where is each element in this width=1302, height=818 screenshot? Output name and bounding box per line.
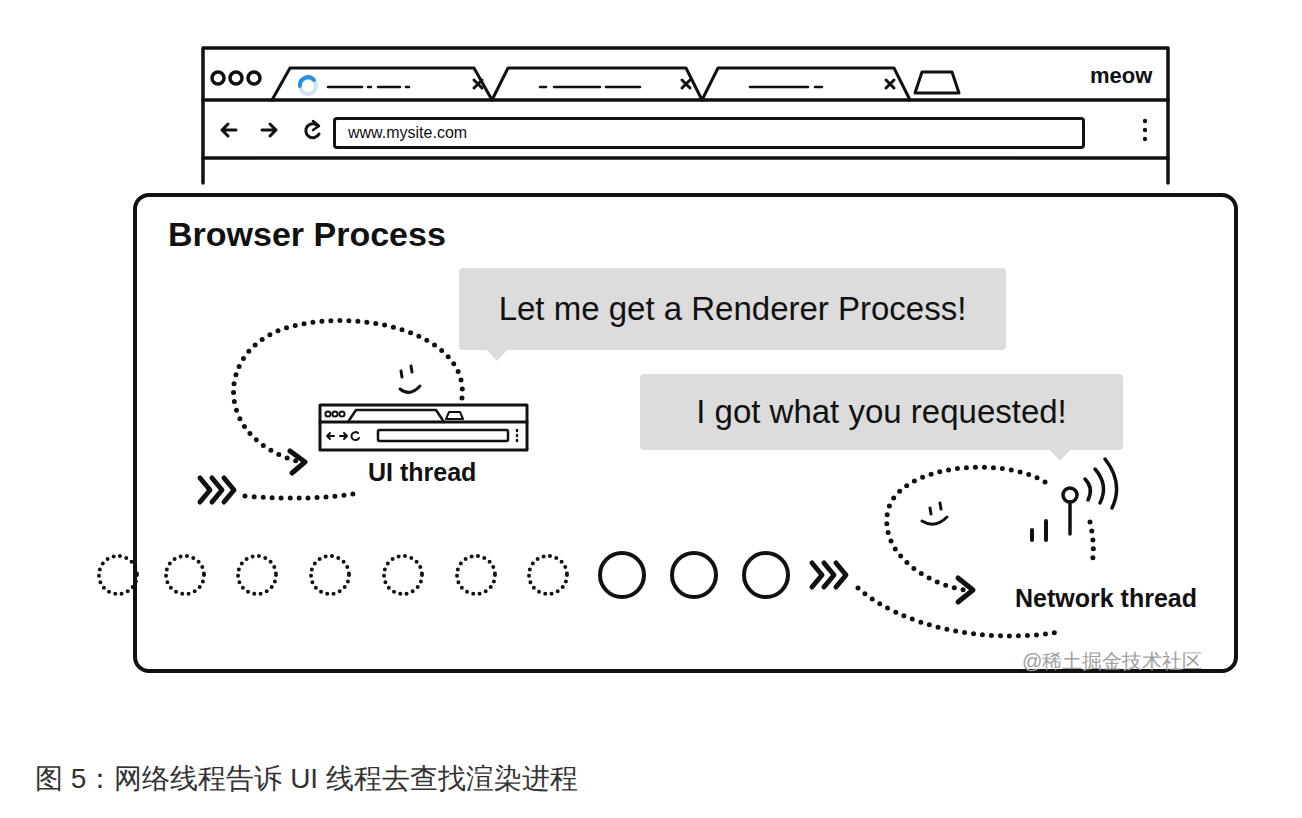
flow-chevrons	[200, 478, 234, 502]
address-bar: www.mysite.com	[333, 117, 1085, 149]
mini-browser-icon	[332, 411, 337, 416]
antenna-icon	[1068, 502, 1072, 534]
bubble-text: I got what you requested!	[696, 392, 1067, 432]
antenna-icon	[1032, 521, 1046, 540]
figure-caption: 图 5：网络线程告诉 UI 线程去查找渲染进程	[35, 760, 578, 798]
bubble-tail	[487, 350, 507, 361]
nav-buttons	[262, 124, 276, 136]
browser-window	[203, 156, 1168, 160]
bubble-tail	[1050, 450, 1070, 461]
ui-thread-face	[401, 366, 412, 377]
url-text: www.mysite.com	[348, 123, 467, 143]
mini-browser-icon	[516, 430, 519, 441]
loading-spinner	[300, 77, 314, 86]
pending-message	[529, 556, 567, 594]
flow-chevrons	[812, 563, 846, 587]
loading-spinner	[300, 77, 316, 94]
bubble-tail	[1050, 450, 1070, 461]
tab-title-scribble	[328, 86, 409, 89]
sent-message	[600, 553, 644, 597]
bubble-text: Let me get a Renderer Process!	[499, 289, 967, 329]
dotted-trail	[1090, 522, 1093, 565]
antenna-icon	[1085, 479, 1090, 500]
mini-browser-icon	[320, 421, 527, 424]
menu-dots	[1143, 119, 1147, 141]
brand-text: meow	[1090, 63, 1152, 89]
process-title: Browser Process	[168, 213, 446, 255]
network-thread-face	[922, 517, 947, 524]
ui-thread-face	[400, 366, 420, 392]
sent-message	[744, 553, 788, 597]
nav-buttons	[222, 121, 319, 138]
network-thread-face	[930, 503, 941, 514]
mini-browser-icon	[325, 411, 330, 416]
browser-tab	[702, 68, 910, 100]
flow-chevrons	[812, 563, 846, 587]
browser-window	[203, 48, 1168, 183]
window-buttons	[212, 72, 224, 84]
watermark: @稀土掘金技术社区	[1022, 648, 1202, 675]
network-thread-loop	[887, 467, 1045, 590]
window-buttons	[248, 72, 260, 84]
pending-message	[238, 556, 276, 594]
mini-browser-icon	[339, 411, 344, 416]
speech-bubble: I got what you requested!	[640, 374, 1123, 450]
nav-buttons	[222, 124, 236, 136]
browser-window	[203, 98, 1168, 102]
ui-thread-face	[400, 386, 420, 392]
pending-message	[99, 556, 137, 594]
pending-message	[166, 556, 204, 594]
browser-tab	[272, 68, 959, 100]
antenna-icon	[1063, 488, 1077, 502]
antenna-icon	[1095, 469, 1104, 503]
browser-window	[203, 48, 1168, 183]
mini-browser-icon	[327, 433, 334, 439]
mini-browser-icon	[348, 410, 444, 422]
pending-message	[99, 556, 567, 594]
mini-browser-icon	[340, 433, 347, 439]
tab-close-icon	[886, 80, 894, 88]
sent-message	[600, 553, 788, 597]
menu-dots	[1143, 128, 1147, 132]
mini-browser-icon	[378, 430, 508, 441]
bubble-tail	[487, 350, 507, 361]
loop-arrowhead	[958, 578, 973, 602]
pending-message	[384, 556, 422, 594]
window-buttons	[212, 72, 260, 84]
tab-close-icon	[474, 80, 482, 88]
sent-message	[672, 553, 716, 597]
flow-chevrons	[200, 478, 234, 502]
antenna-icon	[1032, 459, 1117, 540]
menu-dots	[1143, 137, 1147, 141]
network-thread-face	[922, 503, 947, 524]
tab-close-icon	[474, 80, 894, 88]
thread-label: UI thread	[368, 458, 476, 487]
mini-browser-icon	[320, 405, 527, 450]
tab-title-scribble	[328, 86, 822, 89]
tab-title-scribble	[750, 86, 822, 89]
browser-tab	[915, 72, 959, 93]
thread-label: Network thread	[1015, 584, 1197, 613]
tab-close-icon	[682, 80, 690, 88]
loop-arrowhead	[290, 451, 305, 473]
nav-buttons	[313, 121, 319, 130]
antenna-icon	[1105, 459, 1117, 508]
window-buttons	[230, 72, 242, 84]
dotted-trail	[245, 493, 360, 498]
mini-browser-icon	[320, 405, 527, 450]
pending-message	[457, 556, 495, 594]
mini-browser-icon	[446, 412, 463, 419]
pending-message	[311, 556, 349, 594]
mini-browser-icon	[351, 432, 359, 440]
loading-spinner	[300, 78, 316, 94]
browser-tab	[272, 68, 492, 100]
tab-title-scribble	[540, 86, 640, 89]
browser-tab	[492, 68, 702, 100]
speech-bubble: Let me get a Renderer Process!	[459, 268, 1006, 350]
menu-dots	[1143, 119, 1147, 123]
